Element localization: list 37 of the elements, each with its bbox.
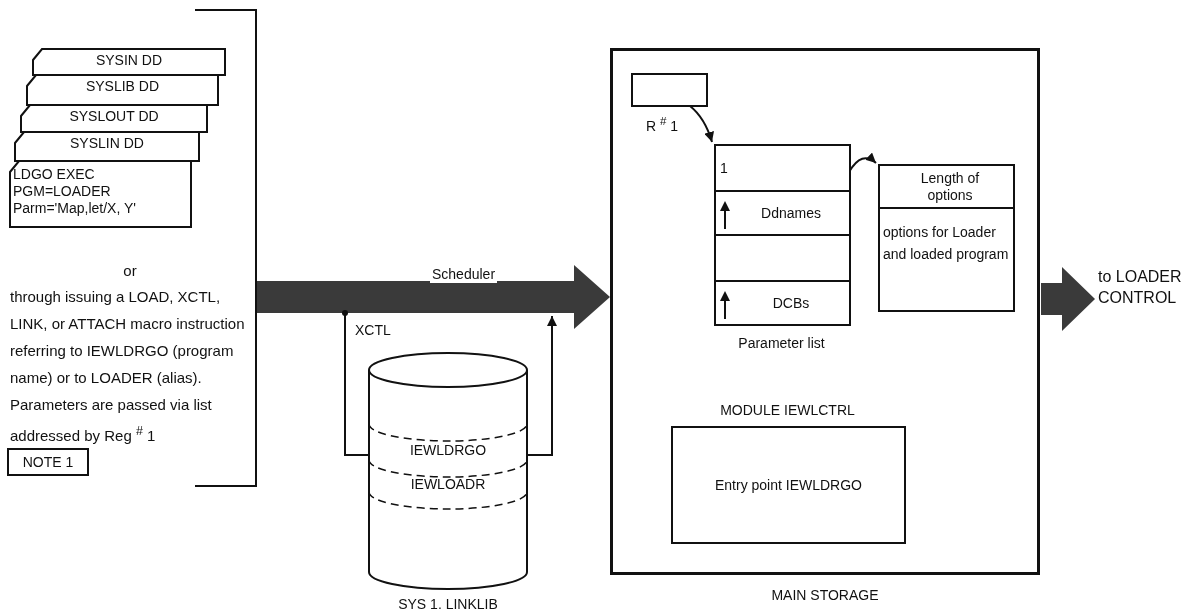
node-label: MAIN STORAGE xyxy=(770,587,880,604)
node-label: R $^{#}$ 1 xyxy=(644,113,680,135)
entry-point-text: Entry point IEWLDRGO xyxy=(714,476,862,494)
parameter-list-table xyxy=(714,144,851,326)
note-text: through issuing a LOAD, XCTL, LINK, or ATTACH macro instruction referring to IEWLDRGO (program name) or to LOADER (alias). Parameters are passed via list addressed by Reg $^{#}$ 1 xyxy=(10,287,246,446)
storage-frame xyxy=(610,48,1040,575)
arrow xyxy=(689,105,714,143)
punched-card xyxy=(20,104,208,133)
punched-card xyxy=(9,160,192,228)
card-text: SYSLIN DD xyxy=(69,135,145,152)
edge-label: Scheduler xyxy=(430,266,498,283)
card-text: SYSLOUT DD xyxy=(68,108,160,125)
module-box xyxy=(671,426,906,544)
target-label: to LOADER CONTROL xyxy=(1098,267,1182,308)
table-cell-text: DCBs xyxy=(771,295,811,312)
register-box xyxy=(631,73,708,107)
punched-card xyxy=(32,48,226,76)
member-name: IEWLDRGO xyxy=(408,442,488,459)
arrow xyxy=(257,265,610,329)
card-text: LDGO EXEC PGM=LOADER Parm='Map,let/X, Y' xyxy=(13,166,137,217)
card-text: SYSIN DD xyxy=(94,52,164,69)
note-label: NOTE 1 xyxy=(22,453,74,471)
member-name: IEWLOADR xyxy=(409,476,487,493)
node-label: SYS 1. LINKLIB xyxy=(397,596,499,613)
punched-card xyxy=(26,74,219,106)
table-cell-text: Ddnames xyxy=(760,205,822,222)
node-label: MODULE IEWLCTRL xyxy=(719,402,856,419)
node-label: Parameter list xyxy=(737,335,826,352)
arrow xyxy=(1041,267,1095,331)
card-text: SYSLIB DD xyxy=(84,78,161,95)
table-cell-text: options for Loader and loaded program xyxy=(883,223,1010,264)
table-cell-text: 1 xyxy=(720,160,728,177)
table-cell-text: Length of options xyxy=(919,170,981,204)
note-box xyxy=(7,448,89,476)
options-box xyxy=(878,164,1015,312)
or-text: or xyxy=(122,262,138,279)
punched-card xyxy=(14,131,200,162)
